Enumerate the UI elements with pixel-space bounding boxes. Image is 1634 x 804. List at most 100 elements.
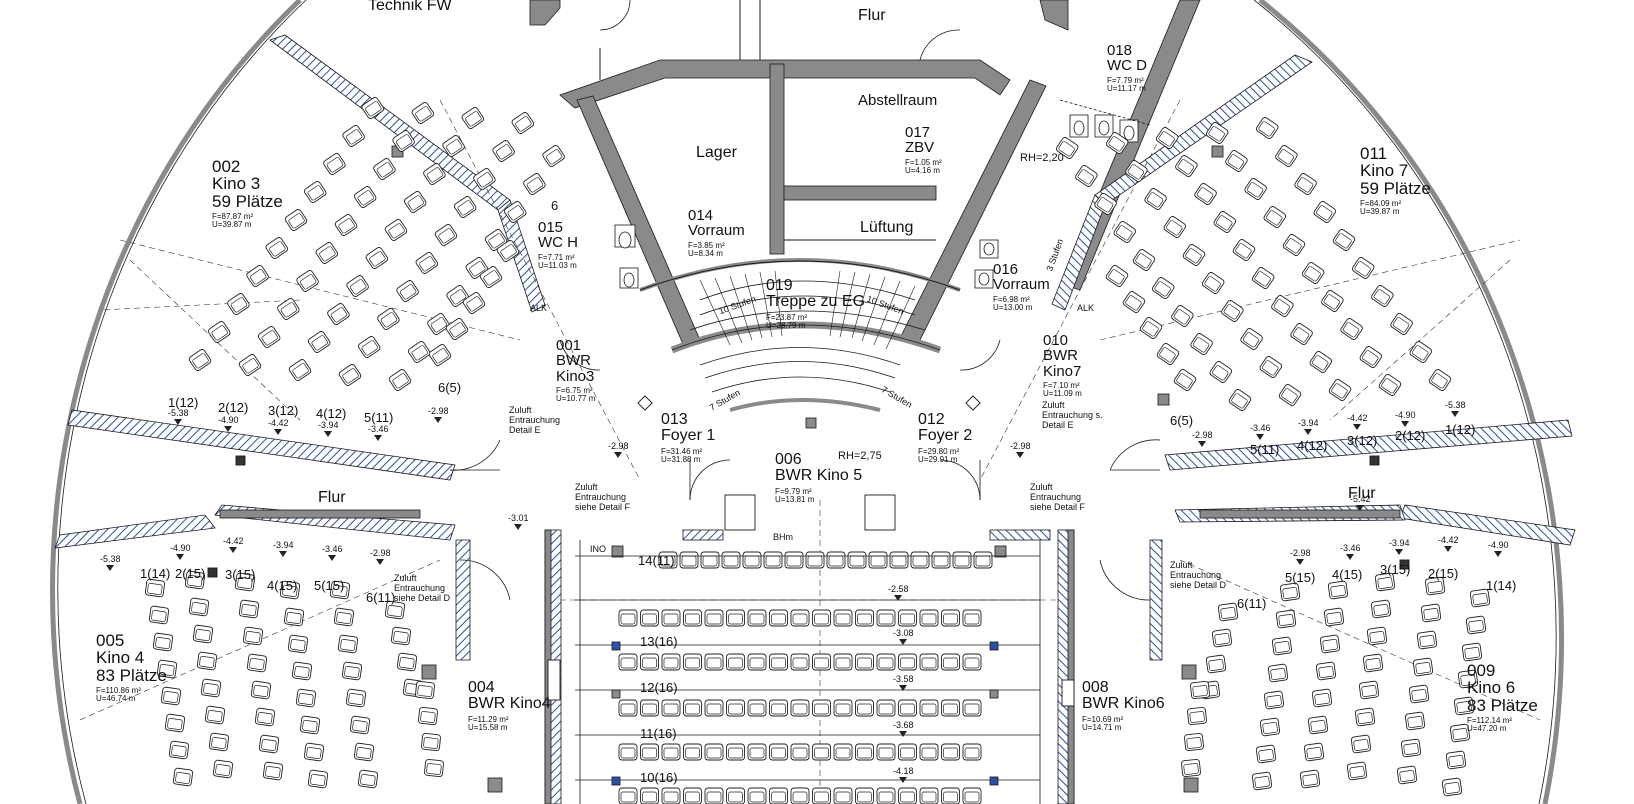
- room-label-004: 004 BWR Kino4 F=11.29 m² U=15.58 m: [468, 679, 551, 732]
- room-label-002: 002 Kino 3 59 Plätze F=87.87 m² U=39.87 …: [212, 157, 283, 230]
- seat-kino7: [1193, 181, 1218, 207]
- seat-kino6: [1303, 742, 1325, 762]
- seat-kino5: [898, 699, 917, 717]
- note-rh-top: RH=2,20: [1020, 152, 1064, 164]
- row-number-kino6-5: 5(15): [1285, 570, 1316, 585]
- seat-kino5: [833, 699, 853, 717]
- seat-kino6: [1205, 654, 1227, 674]
- seat-kino5: [952, 551, 972, 569]
- seat-kino7: [1377, 372, 1403, 398]
- seat-kino5: [784, 551, 804, 569]
- seat-kino5: [812, 653, 831, 671]
- seat-kino7: [1074, 163, 1099, 189]
- row-number-kino6-1: 1(14): [1486, 578, 1517, 593]
- seat-kino3: [276, 296, 301, 322]
- seat-kino5: [763, 551, 783, 569]
- seat-kino6: [1267, 663, 1289, 683]
- seat-kino7: [1408, 339, 1434, 365]
- room-label-008: 008 BWR Kino6 F=10.69 m² U=14.71 m: [1082, 679, 1165, 732]
- inner-partitions: [599, 0, 961, 292]
- seat-kino5: [769, 699, 788, 717]
- row-number-kino5-10: 10(16): [640, 770, 678, 785]
- seat-kino5: [747, 743, 767, 761]
- row-number-kino6-3: 3(15): [1380, 562, 1411, 577]
- seat-kino5: [855, 653, 874, 671]
- seat-kino6: [1396, 765, 1418, 785]
- seat-kino5: [790, 653, 810, 671]
- seat-kino4: [196, 651, 218, 671]
- seat-kino5: [769, 609, 788, 627]
- level-bl5: -3.46: [322, 544, 343, 561]
- seat-kino5: [640, 609, 659, 627]
- seat-kino5: [855, 787, 874, 804]
- seat-kino6: [1408, 684, 1430, 704]
- seat-kino4: [192, 624, 214, 644]
- seat-kino5: [683, 699, 702, 717]
- seat-kino7: [1320, 288, 1345, 314]
- seat-kino5: [726, 699, 745, 717]
- room-label-017: 017 ZBV F=1.05 m² U=4.16 m: [905, 124, 942, 175]
- row-number-kino4-3: 3(15): [225, 567, 256, 582]
- note-zuluft-d1: Zuluft Entrauchung siehe Detail D: [394, 573, 451, 603]
- seat-kino3: [352, 184, 378, 210]
- level-r3: -4.42: [1347, 413, 1368, 430]
- seat-kino5: [919, 609, 939, 627]
- room-label-009: 009 Kino 6 83 Plätze F=112.14 m² U=47.20…: [1467, 661, 1538, 734]
- seat-kino6: [1255, 744, 1277, 764]
- level-f2: -2.98: [1010, 441, 1031, 458]
- seat-kino5: [833, 743, 853, 761]
- seat-kino5: [700, 551, 720, 569]
- row-number-kino4-6: 6(11): [366, 590, 396, 605]
- seat-kino5: [805, 551, 825, 569]
- level-br4: -3.46: [1340, 543, 1361, 560]
- level-r2: -4.90: [1395, 410, 1416, 427]
- row-number-kino7-4: 4(12): [1297, 438, 1328, 453]
- row-number-kino7-6: 6(5): [1170, 413, 1194, 428]
- seat-kino3: [444, 316, 470, 342]
- seat-kino5: [876, 743, 896, 761]
- row-number-kino3-4: 4(12): [316, 406, 347, 421]
- seat-kino4: [396, 652, 418, 672]
- seat-kino4: [246, 653, 268, 673]
- seat-kino3: [383, 217, 409, 243]
- seat-kino3: [414, 250, 440, 276]
- seat-kino4: [164, 713, 186, 733]
- seat-kino5: [790, 609, 810, 627]
- seat-kino7: [1208, 359, 1234, 385]
- seat-kino3: [522, 171, 547, 197]
- seat-kino3: [322, 151, 347, 177]
- level-k1: -2.58: [888, 584, 909, 601]
- seat-kino3: [341, 123, 366, 149]
- seat-kino7: [1254, 115, 1280, 141]
- seat-kino5: [855, 609, 874, 627]
- seat-kino4: [349, 715, 371, 735]
- row-number-kino4-5: 5(15): [314, 578, 345, 593]
- seat-kino5: [661, 609, 681, 627]
- room-label-flur-top: Flur: [858, 7, 886, 24]
- level-br2: -4.42: [1438, 535, 1459, 552]
- seat-kino7: [1231, 237, 1257, 263]
- seat-kino7: [1258, 354, 1284, 380]
- room-label-010: 010 BWR Kino7 F=7.10 m² U=11.09 m: [1043, 332, 1082, 399]
- note-zuluft-f2: Zuluft Entrauchung siehe Detail F: [1030, 482, 1086, 512]
- seat-kino5: [618, 699, 638, 717]
- seat-kino4: [333, 607, 355, 627]
- seat-kino6: [1183, 732, 1205, 752]
- seat-kino3: [406, 339, 432, 365]
- seat-kino5: [931, 551, 951, 569]
- seat-kino7: [1270, 293, 1295, 319]
- seat-kino7: [1331, 227, 1357, 253]
- seat-kino5: [726, 743, 745, 761]
- note-rh-mid: RH=2,75: [838, 450, 882, 462]
- seat-kino4: [172, 767, 194, 787]
- seat-kino5: [962, 609, 982, 627]
- wc-fixtures: [614, 99, 1151, 289]
- seat-kino6: [1327, 580, 1349, 600]
- note-alk-left: ALK: [530, 303, 548, 313]
- seat-kino3: [372, 156, 397, 182]
- seat-kino6: [1323, 607, 1345, 627]
- seat-kino7: [1220, 298, 1245, 324]
- seat-kino5: [812, 787, 831, 804]
- seat-kino5: [721, 551, 741, 569]
- seat-kino5: [833, 653, 853, 671]
